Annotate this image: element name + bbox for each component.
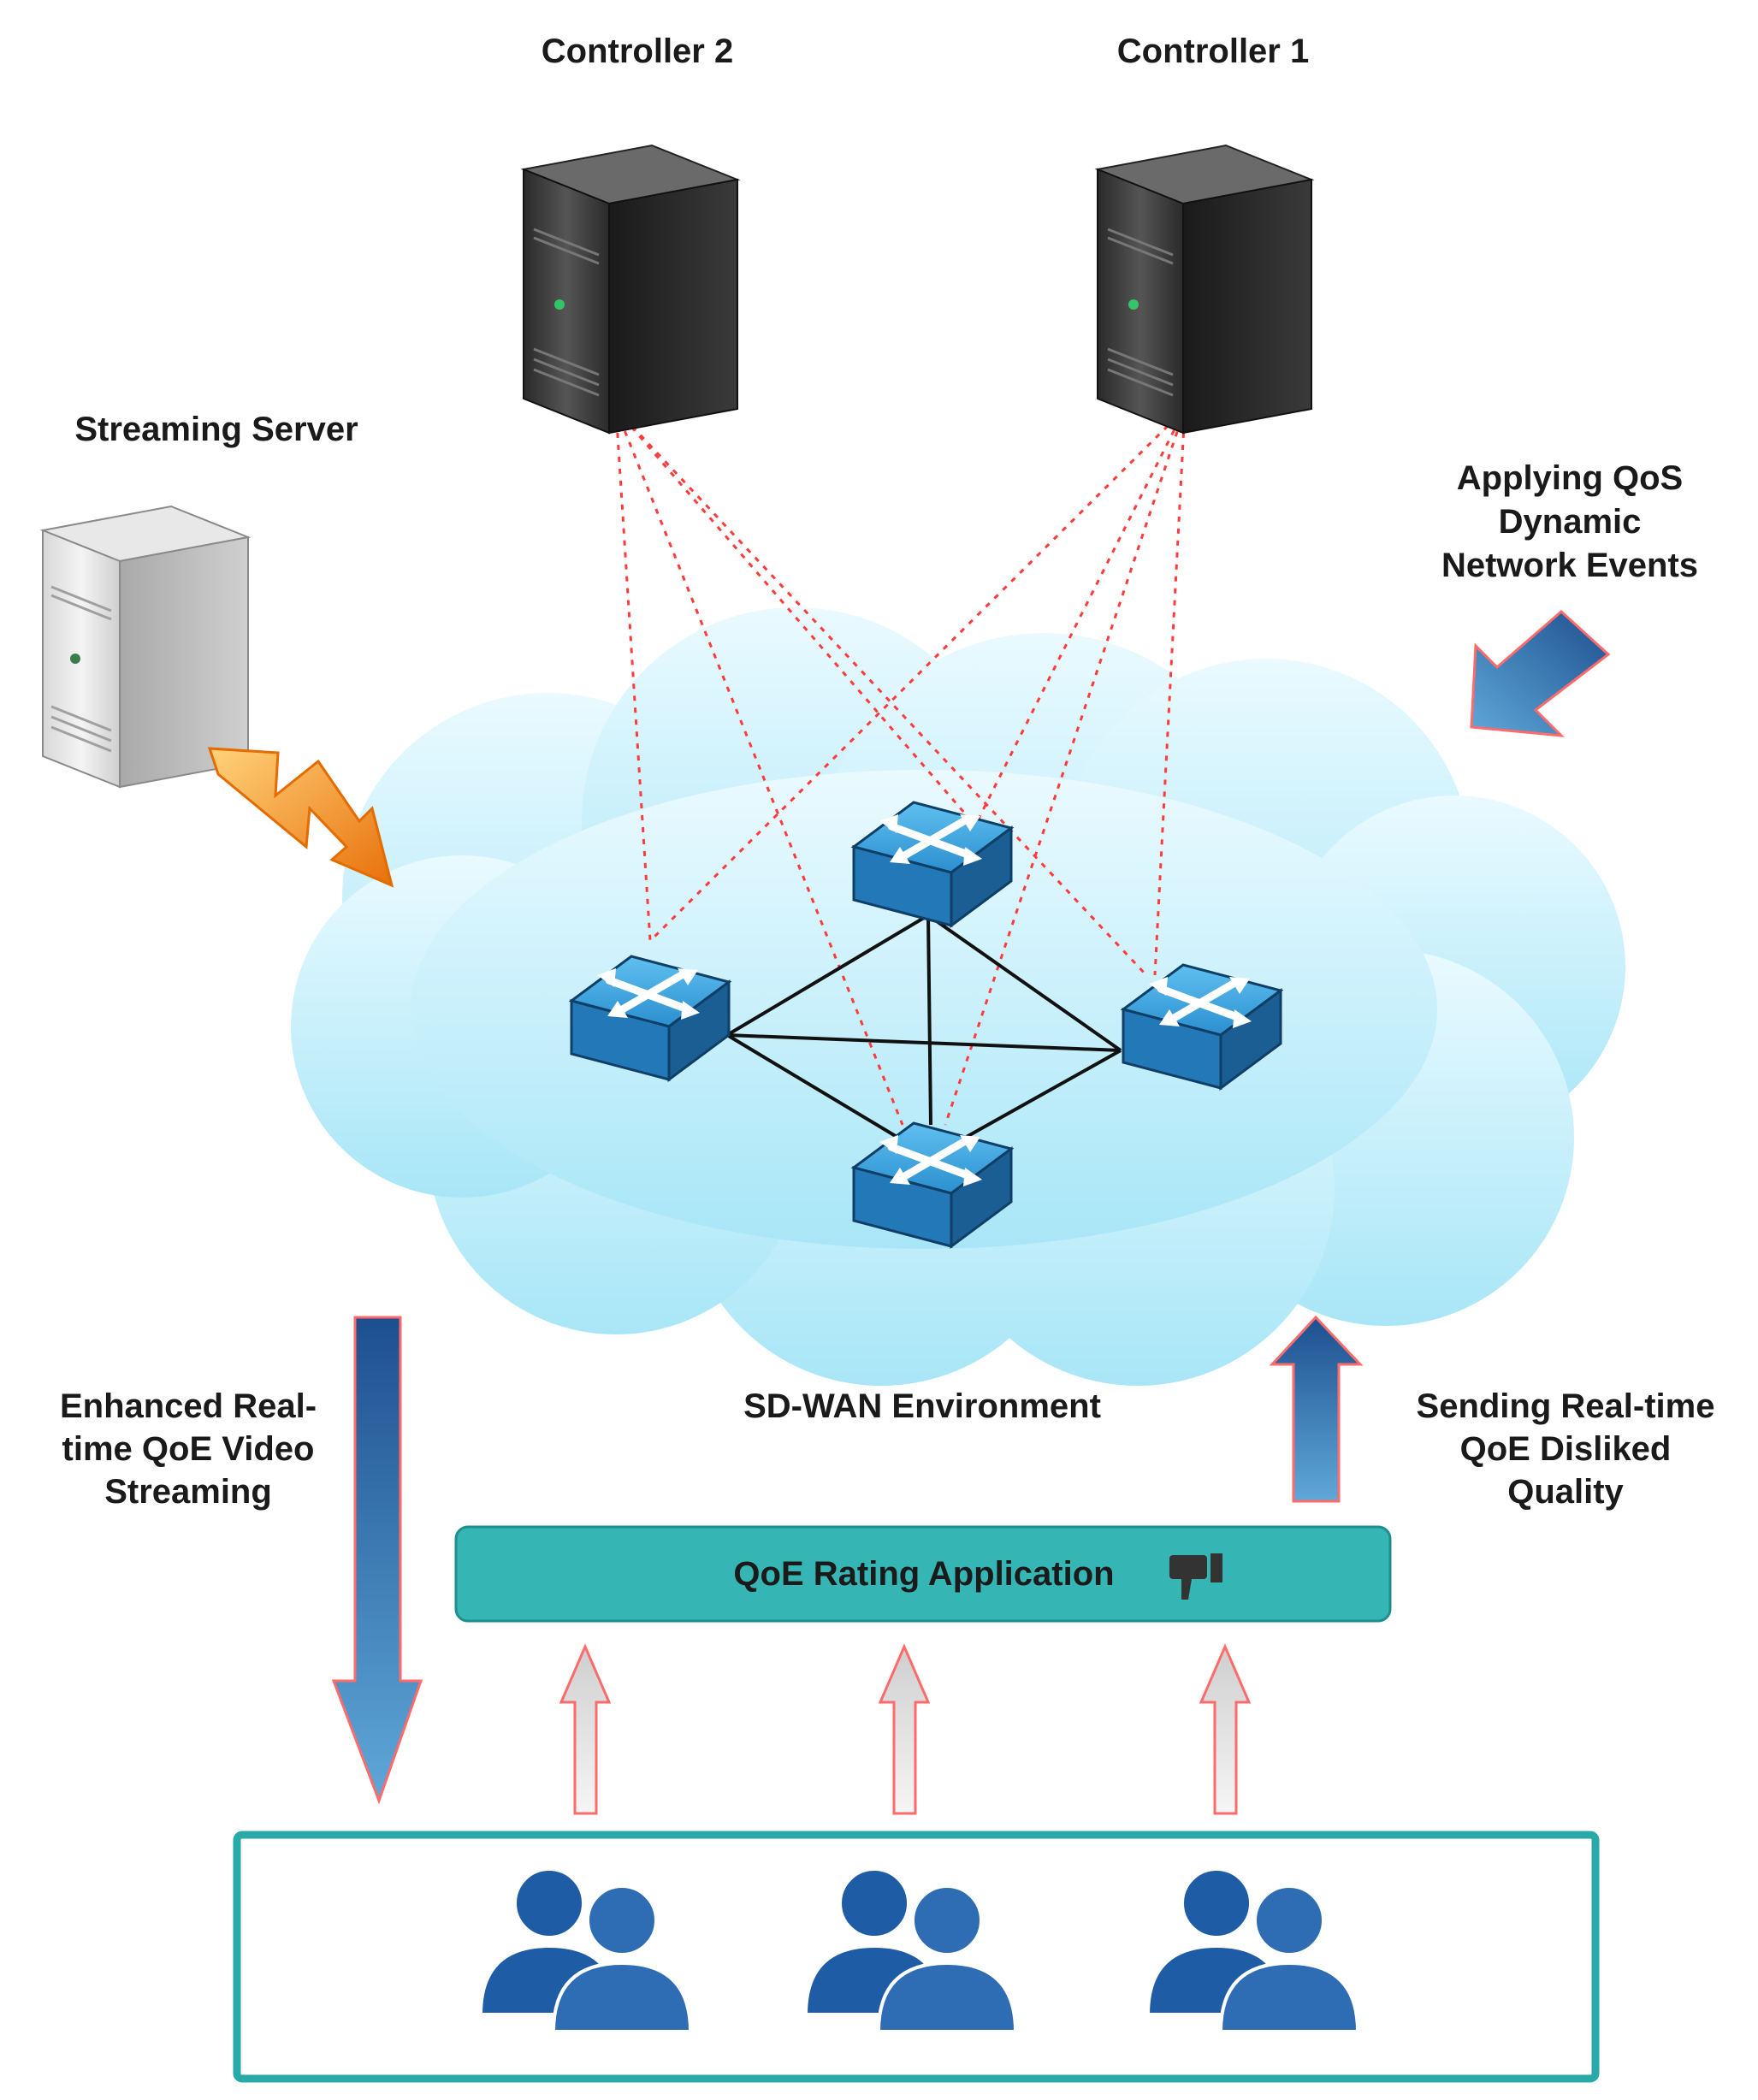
svg-text:Enhanced Real-: Enhanced Real-	[60, 1387, 317, 1425]
controller-2-label: Controller 2	[542, 33, 733, 70]
rating-arrow	[559, 1643, 612, 1815]
lightning-bolt-icon	[207, 747, 394, 888]
controller-1-server-icon[interactable]	[1096, 144, 1313, 435]
data-links	[725, 914, 1122, 1139]
data-link	[726, 1033, 1122, 1052]
qoe-rating-application-bar[interactable]	[454, 1525, 1392, 1623]
thumbs-down-icon[interactable]	[1169, 1553, 1222, 1600]
control-link	[614, 408, 977, 826]
data-link	[926, 914, 932, 1126]
qos-arrow	[1470, 609, 1611, 737]
streaming-server-label: Streaming Server	[74, 411, 358, 448]
svg-text:Quality: Quality	[1507, 1473, 1624, 1511]
data-link	[964, 1049, 1122, 1139]
sdwan-cloud	[291, 607, 1625, 1386]
control-links	[614, 407, 1187, 1126]
control-link	[614, 407, 1148, 977]
enhanced-streaming-arrow	[331, 1316, 423, 1805]
qoe-rating-application-label: QoE Rating Application	[733, 1555, 1114, 1593]
svg-text:Dynamic: Dynamic	[1499, 503, 1642, 541]
data-link	[725, 1033, 900, 1139]
svg-text:time QoE Video: time QoE Video	[62, 1430, 315, 1468]
sdwan-environment-label: SD-WAN Environment	[743, 1387, 1101, 1425]
sending-qoe-label: Sending Real-time QoE Disliked Quality	[1417, 1387, 1715, 1511]
svg-text:Applying QoS: Applying QoS	[1457, 459, 1683, 497]
control-link	[614, 408, 904, 1126]
rating-arrow	[1199, 1643, 1252, 1815]
applying-qos-label: Applying QoS Dynamic Network Events	[1441, 459, 1698, 584]
svg-text:Network Events: Network Events	[1441, 547, 1698, 584]
rating-arrow	[878, 1643, 931, 1815]
control-link	[614, 408, 652, 942]
sending-qoe-arrow	[1269, 1315, 1364, 1503]
enhanced-streaming-label: Enhanced Real- time QoE Video Streaming	[60, 1387, 317, 1511]
controller-2-server-icon[interactable]	[522, 144, 739, 435]
svg-text:QoE Disliked: QoE Disliked	[1460, 1430, 1672, 1468]
controller-1-label: Controller 1	[1117, 33, 1309, 70]
svg-text:Sending Real-time: Sending Real-time	[1417, 1387, 1715, 1425]
rating-arrows	[559, 1643, 1252, 1815]
data-link	[725, 914, 930, 1037]
streaming-server-icon[interactable]	[41, 505, 250, 789]
svg-text:Streaming: Streaming	[104, 1473, 272, 1511]
data-link	[926, 914, 1122, 1052]
